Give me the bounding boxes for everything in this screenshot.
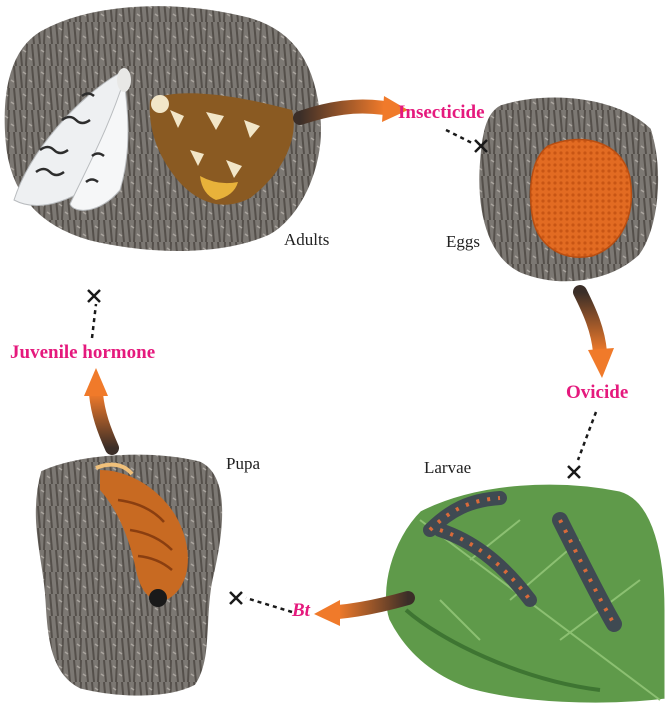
stage-label-adults: Adults [284, 230, 329, 250]
insecticide-inhibition-line [446, 130, 474, 144]
juvenile-hormone-inhibition-line [92, 304, 96, 338]
control-label-insecticide: Insecticide [398, 102, 485, 124]
bt-inhibition-line [246, 598, 292, 612]
control-label-ovicide: Ovicide [566, 382, 628, 404]
stage-label-eggs: Eggs [446, 232, 480, 252]
egg-mass [531, 140, 632, 258]
arrow-eggs-to-larvae [580, 292, 614, 378]
adults-photo [3, 5, 322, 253]
cross-mark-icon [88, 290, 100, 302]
ovicide-inhibition-line [578, 412, 596, 460]
arrow-pupa-to-adults [84, 368, 112, 448]
stage-label-pupa: Pupa [226, 454, 260, 474]
cross-mark-icon [568, 466, 580, 478]
eggs-photo [478, 96, 660, 283]
larvae-photo [385, 483, 666, 704]
pupa-photo [34, 453, 223, 697]
cross-mark-icon [230, 592, 242, 604]
control-label-juvenile-hormone: Juvenile hormone [10, 342, 155, 364]
stage-label-larvae: Larvae [424, 458, 471, 478]
control-label-bt: Bt [292, 600, 310, 622]
